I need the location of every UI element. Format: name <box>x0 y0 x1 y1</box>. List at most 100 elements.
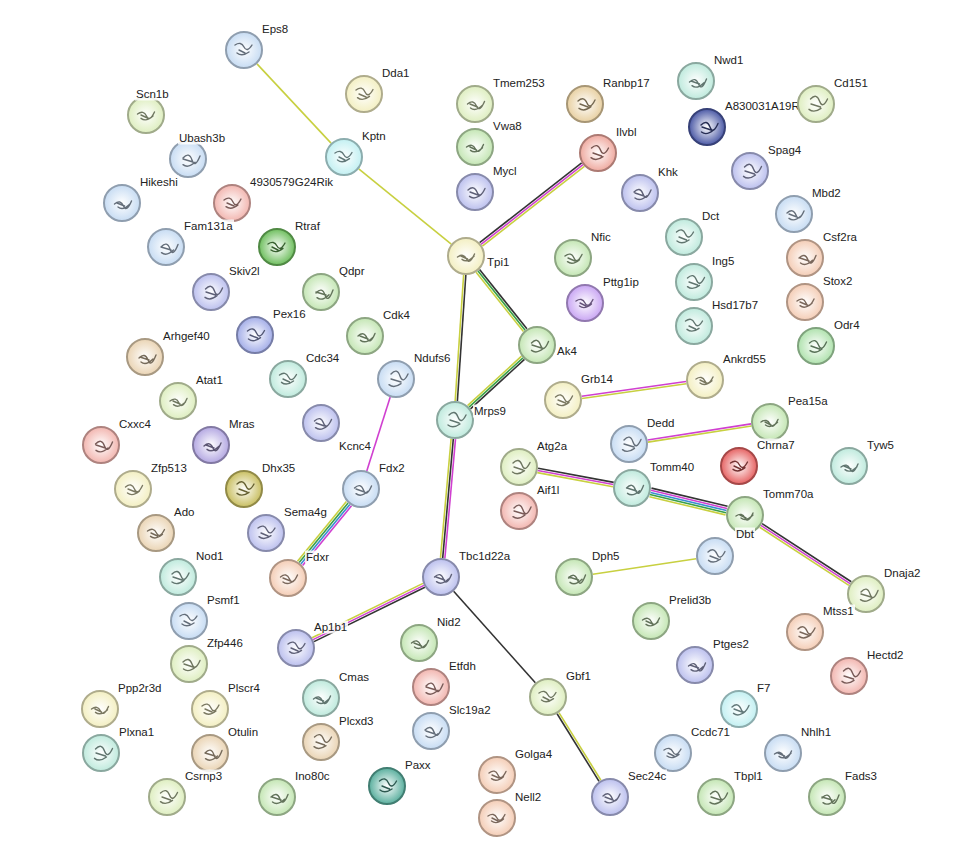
interaction-edge <box>359 169 451 244</box>
node-label: Nell2 <box>514 791 542 804</box>
node-label: Mbd2 <box>811 187 842 200</box>
structure-icon <box>458 175 492 209</box>
protein-node: Ing5 <box>675 263 713 301</box>
node-label: Psmf1 <box>206 594 241 607</box>
node-label: Ap1b1 <box>313 621 348 634</box>
protein-node: Pttg1ip <box>566 284 604 322</box>
protein-node: Ppp2r3d <box>81 690 119 728</box>
node-label: Dnaja2 <box>883 567 921 580</box>
interaction-edge <box>480 163 585 246</box>
node-label: Tbpl1 <box>733 770 764 783</box>
structure-icon <box>344 472 378 506</box>
protein-node: Tomm40 <box>613 469 651 507</box>
protein-node: Fdx2 <box>342 470 380 508</box>
structure-icon <box>753 405 787 439</box>
structure-icon <box>84 428 118 462</box>
protein-node: Sema4g <box>247 514 285 552</box>
structure-icon <box>271 561 305 595</box>
protein-node: Ap1b1 <box>277 629 315 667</box>
protein-node: Cdk4 <box>346 317 384 355</box>
structure-icon <box>568 87 602 121</box>
structure-icon <box>546 383 580 417</box>
node-label: Spag4 <box>767 144 802 157</box>
node-label: Dedd <box>646 417 676 430</box>
interaction-edge <box>649 488 727 515</box>
structure-icon <box>327 140 361 174</box>
protein-node: Ak4 <box>518 326 556 364</box>
node-label: Tyw5 <box>866 439 895 452</box>
node-label: Chrna7 <box>756 439 796 452</box>
node-label: Pea15a <box>787 395 829 408</box>
structure-icon <box>788 285 822 319</box>
protein-node: Hsd17b7 <box>675 307 713 345</box>
protein-node: Nell2 <box>478 799 516 837</box>
protein-node: Tbc1d22a <box>422 558 460 596</box>
node-label: Pttg1ip <box>602 276 640 289</box>
structure-icon <box>193 692 227 726</box>
structure-icon <box>105 186 139 220</box>
node-label: Kptn <box>361 130 387 143</box>
structure-icon <box>581 136 615 170</box>
structure-icon <box>150 780 184 814</box>
protein-node: Rtraf <box>258 228 296 266</box>
protein-node: Stox2 <box>786 283 824 321</box>
structure-icon <box>379 362 413 396</box>
protein-node: Nwd1 <box>677 62 715 100</box>
node-label: Ankrd55 <box>722 353 767 366</box>
protein-node: Ptges2 <box>676 646 714 684</box>
structure-icon <box>568 286 602 320</box>
structure-icon <box>304 406 338 440</box>
structure-icon <box>414 670 448 704</box>
node-label: Golga4 <box>514 748 553 761</box>
protein-node: Prelid3b <box>632 602 670 640</box>
protein-node: Mras <box>192 426 230 464</box>
structure-icon <box>688 363 722 397</box>
structure-icon <box>810 780 844 814</box>
interaction-edge <box>760 524 852 586</box>
node-label: Csrnp3 <box>184 770 223 783</box>
protein-node: Eps8 <box>225 31 263 69</box>
structure-icon <box>799 329 833 363</box>
interaction-edge <box>557 713 601 782</box>
node-label: Scn1b <box>135 88 170 101</box>
structure-icon <box>593 780 627 814</box>
protein-node: Mbd2 <box>775 195 813 233</box>
node-label: Mycl <box>492 165 518 178</box>
structure-icon <box>777 197 811 231</box>
structure-icon <box>161 560 195 594</box>
protein-node: Zfp513 <box>114 470 152 508</box>
protein-node: Ccdc71 <box>654 734 692 772</box>
protein-node: Mrps9 <box>436 401 474 439</box>
protein-node: Zfp446 <box>170 645 208 683</box>
structure-icon <box>520 328 554 362</box>
node-label: Mtss1 <box>822 605 855 618</box>
node-label: Skiv2l <box>228 265 261 278</box>
structure-icon <box>227 472 261 506</box>
structure-icon <box>656 736 690 770</box>
node-label: Dph5 <box>591 550 621 563</box>
structure-icon <box>832 449 866 483</box>
structure-icon <box>502 450 536 484</box>
structure-icon <box>449 239 483 273</box>
node-label: Plxna1 <box>118 726 155 739</box>
node-label: Dhx35 <box>261 462 296 475</box>
structure-icon <box>370 769 404 803</box>
protein-node: Kptn <box>325 138 363 176</box>
node-label: Ado <box>173 506 195 519</box>
structure-icon <box>139 516 173 550</box>
structure-icon <box>832 659 866 693</box>
protein-node: Otulin <box>191 734 229 772</box>
structure-icon <box>722 449 756 483</box>
structure-icon <box>788 615 822 649</box>
protein-node: F7 <box>720 690 758 728</box>
structure-icon <box>161 384 195 418</box>
node-label: Zfp513 <box>150 462 188 475</box>
structure-icon <box>722 692 756 726</box>
structure-icon <box>249 516 283 550</box>
node-label: Sema4g <box>283 506 328 519</box>
node-label: Csf2ra <box>822 231 858 244</box>
structure-icon <box>347 77 381 111</box>
node-label: Ranbp17 <box>602 77 651 90</box>
node-label: Gbf1 <box>565 670 592 683</box>
node-label: Dda1 <box>381 67 411 80</box>
